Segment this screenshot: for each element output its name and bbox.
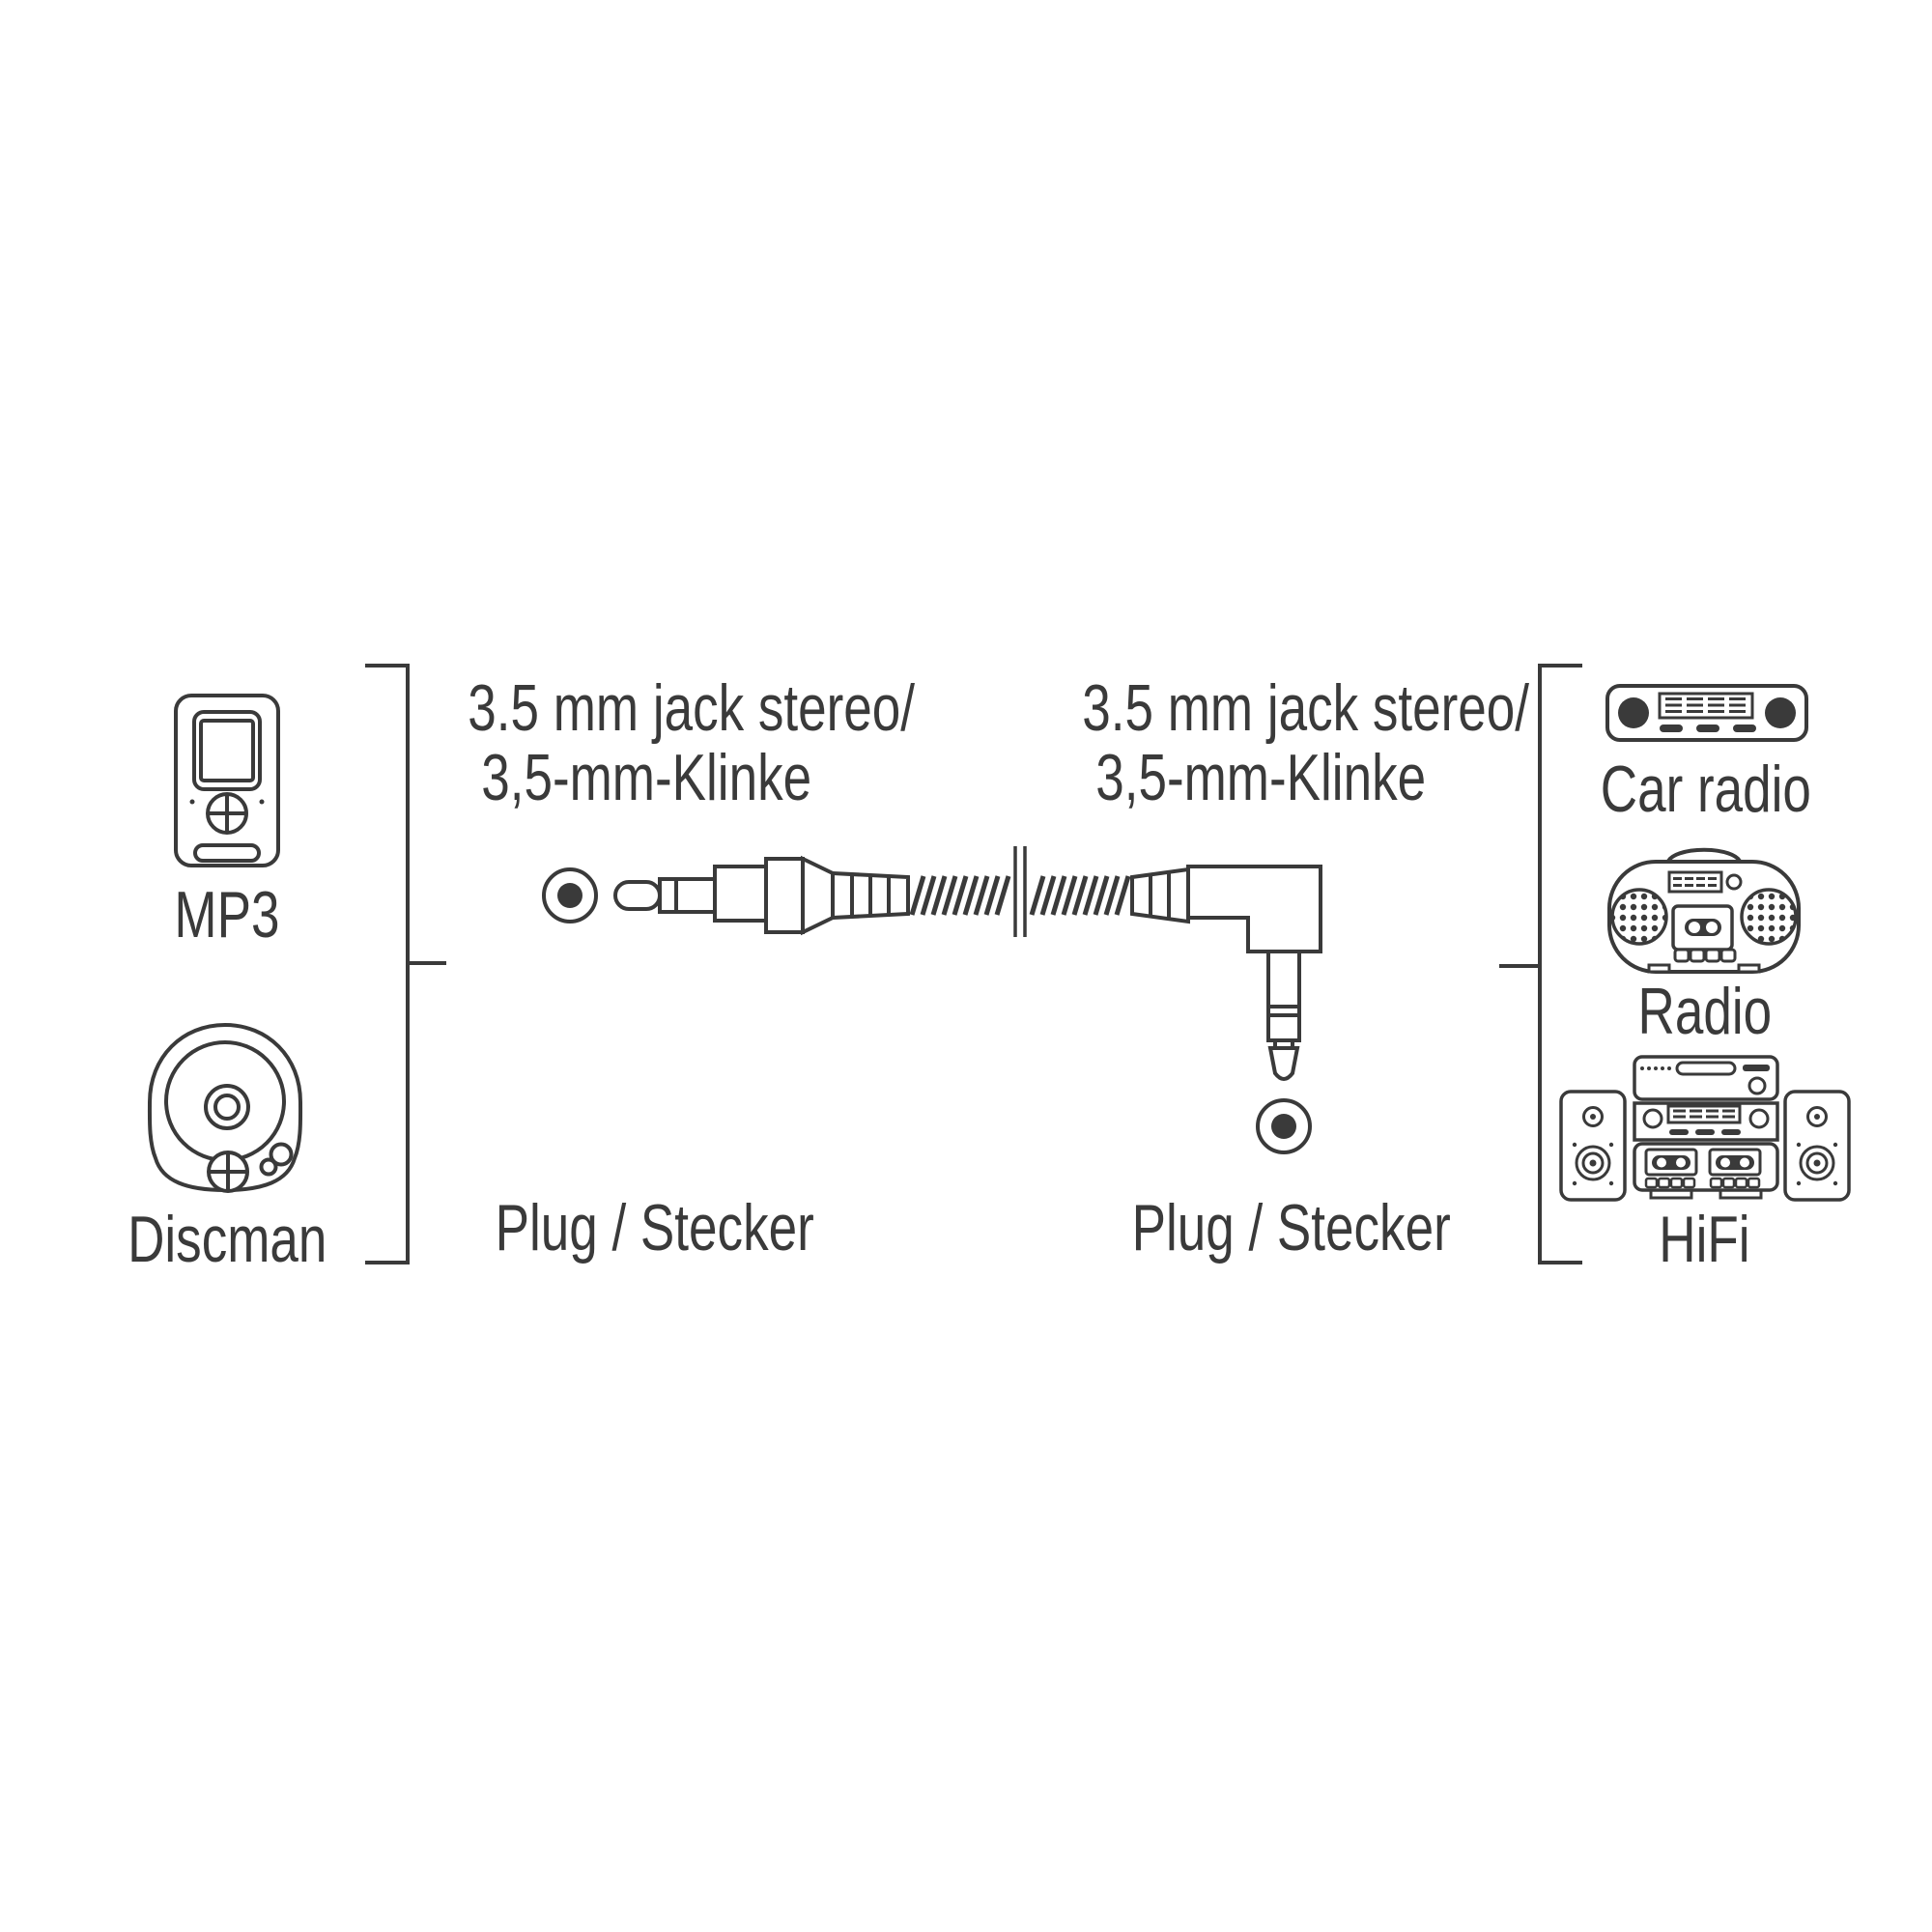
jack-type-label-right: 3.5 mm jack stereo/ 3,5-mm-Klinke xyxy=(1082,671,1530,814)
plug-label-left: Plug / Stecker xyxy=(495,1191,814,1264)
jack-socket-symbol-left xyxy=(542,867,598,923)
cable-break-symbol xyxy=(1013,846,1027,937)
boombox-radio-icon xyxy=(1607,838,1801,974)
jack-socket-symbol-right xyxy=(1256,1098,1312,1154)
discman-label: Discman xyxy=(127,1203,327,1276)
hifi-system-icon xyxy=(1559,1055,1851,1202)
car-radio-label: Car radio xyxy=(1600,753,1812,826)
hifi-system-label: HiFi xyxy=(1658,1203,1750,1276)
left-bracket xyxy=(363,663,448,1265)
right-bracket xyxy=(1497,663,1584,1265)
straight-plug xyxy=(613,855,910,936)
boombox-radio-label: Radio xyxy=(1637,975,1773,1048)
mp3-player-icon xyxy=(174,694,280,867)
jack-type-label-left: 3.5 mm jack stereo/ 3,5-mm-Klinke xyxy=(468,671,916,814)
discman-icon xyxy=(147,1020,303,1194)
coiled-cable xyxy=(909,875,1131,916)
car-radio-icon xyxy=(1605,684,1808,742)
plug-label-right: Plug / Stecker xyxy=(1131,1191,1451,1264)
cable-illustration xyxy=(522,826,1333,1154)
angle-plug xyxy=(1130,865,1322,1081)
mp3-label: MP3 xyxy=(174,878,280,952)
